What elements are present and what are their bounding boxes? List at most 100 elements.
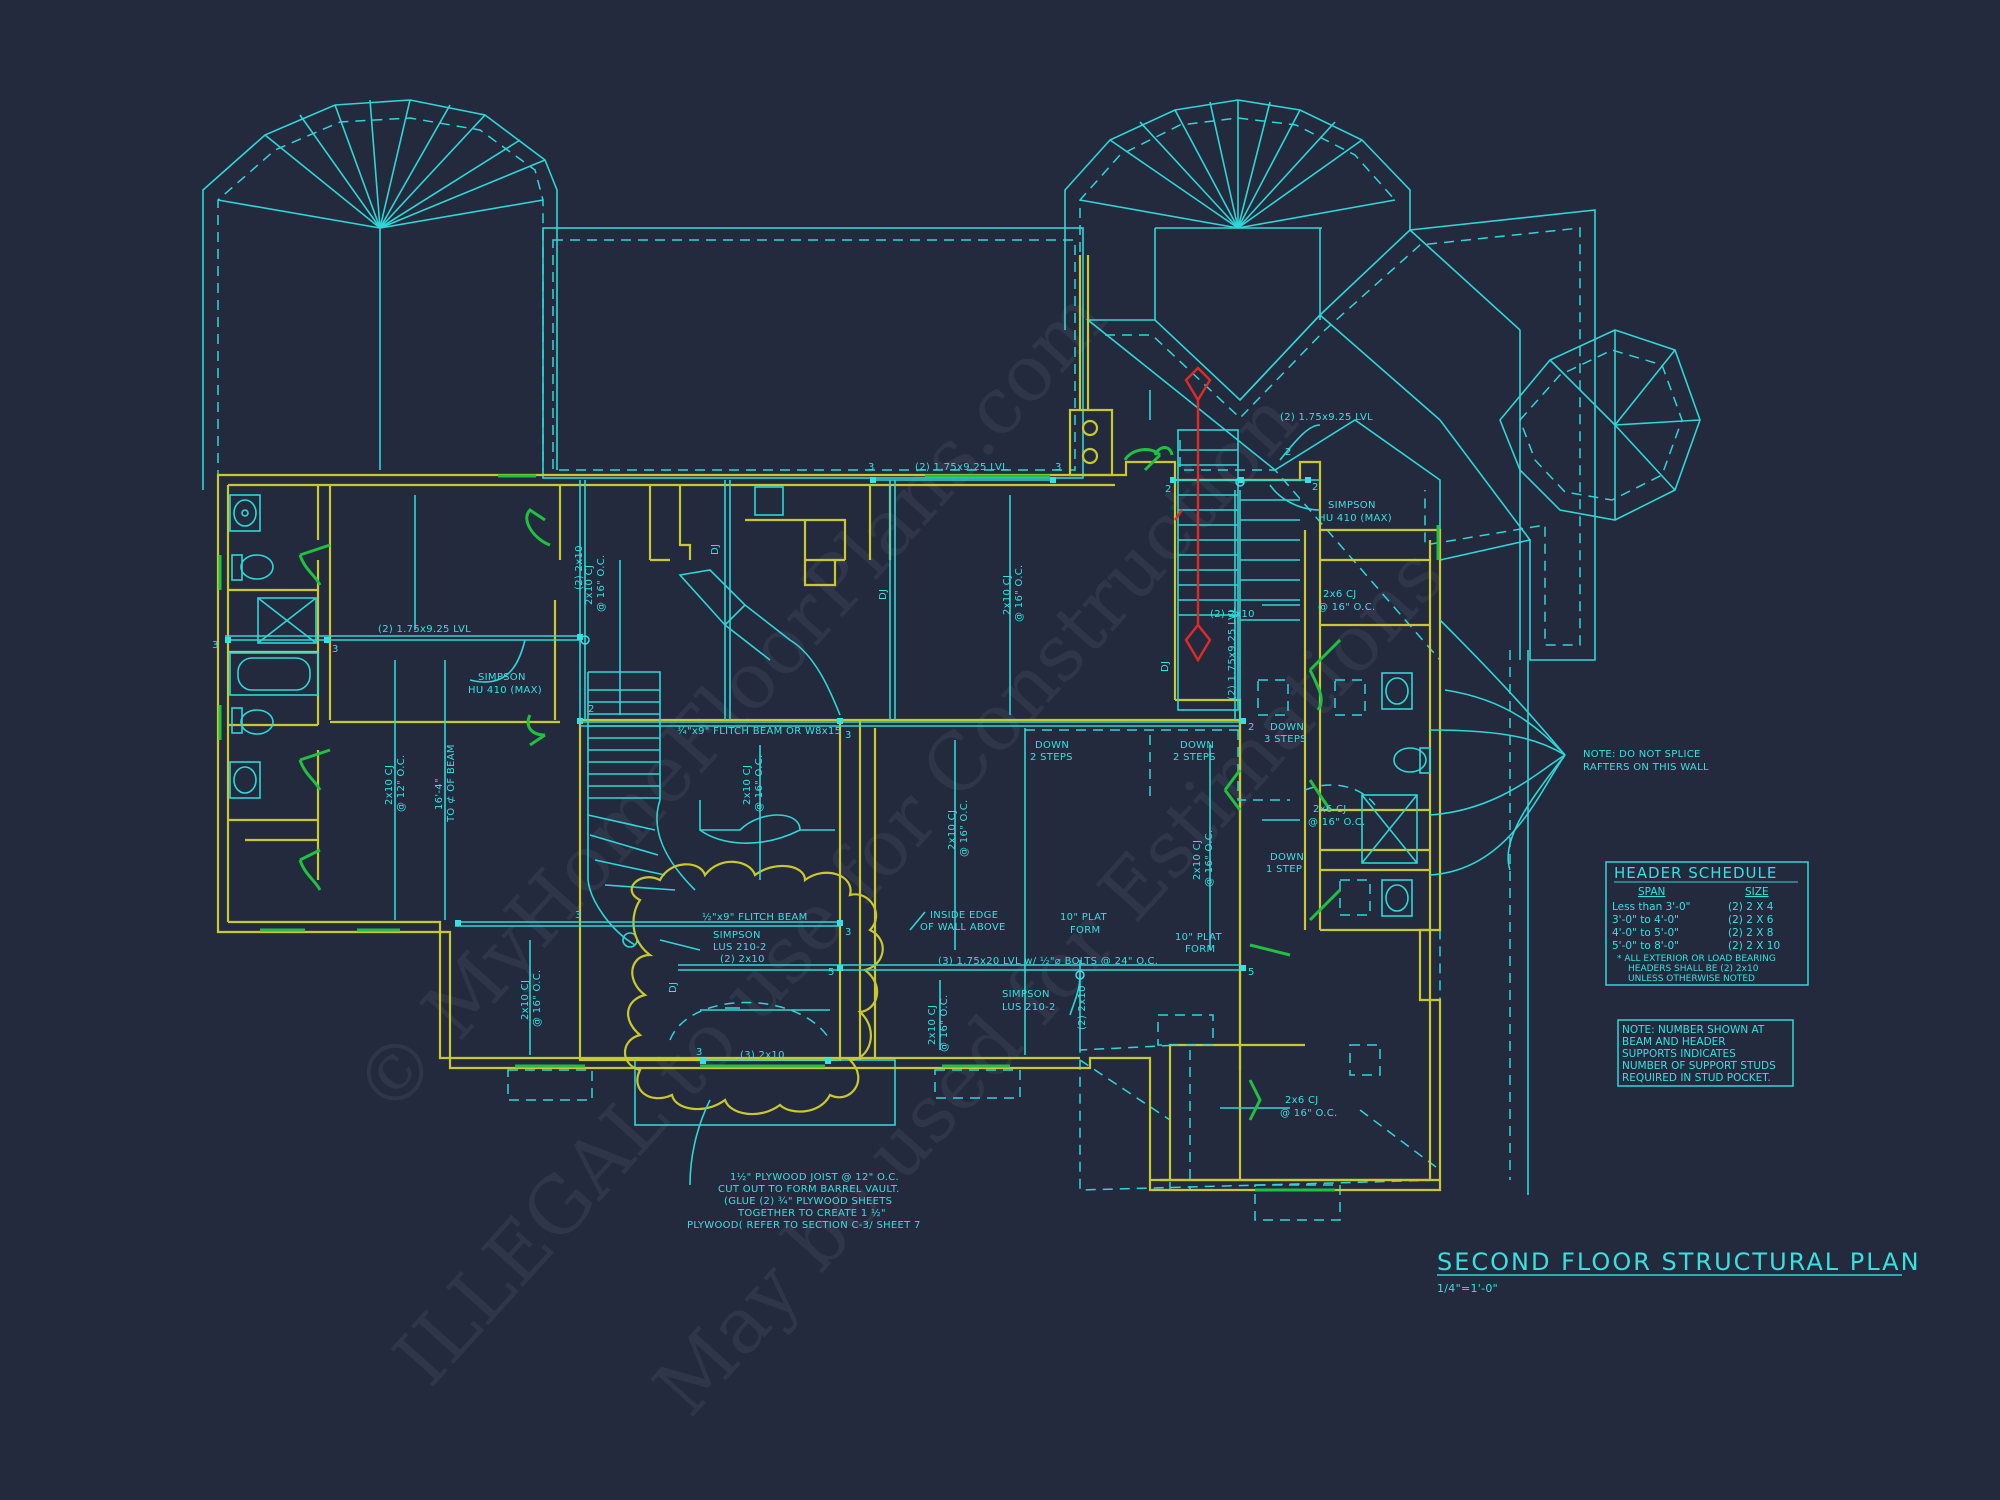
connector-label: LUS 210-2: [1002, 1002, 1056, 1013]
stairs: [587, 429, 1300, 948]
connector-label: HU 410 (MAX): [1318, 513, 1392, 524]
joist-label: @ 16" O.C.: [596, 555, 607, 613]
step-label: DOWN: [1035, 740, 1069, 751]
joist-label: @ 16" O.C.: [1014, 565, 1025, 623]
connector-label: HU 410 (MAX): [468, 685, 542, 696]
joist-label: 2x6 CJ: [1285, 1095, 1319, 1106]
connector-label: SIMPSON: [478, 672, 526, 683]
edge-label: OF WALL ABOVE: [920, 922, 1006, 933]
platform-label: 10" PLAT: [1175, 932, 1222, 943]
joist-label: 2x10 CJ: [520, 980, 531, 1020]
connector-label: (2) 2x10: [720, 954, 765, 965]
beam-label: ½"x9" FLITCH BEAM: [702, 911, 808, 923]
barrel-note-line-3: (GLUE (2) ¾" PLYWOOD SHEETS: [724, 1196, 892, 1207]
step-label: DOWN: [1270, 722, 1304, 733]
header-schedule-note: UNLESS OTHERWISE NOTED: [1628, 974, 1755, 984]
joist-label: 2x10 CJ: [384, 765, 395, 805]
header-schedule-span: 5'-0" to 8'-0": [1612, 940, 1679, 952]
rafter-note-line-1: NOTE: DO NOT SPLICE: [1583, 749, 1701, 760]
red-highlight-members: [1174, 366, 1212, 663]
stud-count: 3: [845, 927, 852, 938]
toilet-icon: [231, 554, 274, 581]
stud-count: 3: [575, 910, 582, 921]
connector-label: LUS 210-2: [713, 942, 767, 953]
stud-count: 3: [868, 462, 875, 473]
rafter-note: NOTE: DO NOT SPLICE RAFTERS ON THIS WALL: [1583, 749, 1709, 773]
stud-count: 3: [212, 640, 219, 651]
header-schedule-size: (2) 2 X 6: [1728, 914, 1774, 926]
platform-label: FORM: [1185, 944, 1215, 955]
platform-label: FORM: [1070, 925, 1100, 936]
joist-label: @ 16" O.C.: [532, 970, 543, 1028]
beam-label: (2) 1.75x9.25 LVL: [1227, 607, 1238, 700]
header-schedule-span: 4'-0" to 5'-0": [1612, 927, 1679, 939]
joist-label: 2x10 CJ: [1192, 840, 1203, 880]
dj-label: DJ: [710, 544, 721, 555]
platform-label: 10" PLAT: [1060, 912, 1107, 923]
dj-label: DJ: [1160, 661, 1171, 672]
fixtures: [229, 486, 1431, 917]
sink-icon: [229, 761, 261, 799]
header-schedule-size: (2) 2 X 8: [1728, 927, 1773, 939]
joist-label: @ 16" O.C.: [939, 995, 950, 1053]
step-label: 2 STEPS: [1173, 752, 1216, 763]
dimension-label: 16'-4": [434, 778, 445, 810]
dimension-label: TO ⊄ OF BEAM: [446, 744, 457, 823]
sink-icon: [1381, 672, 1413, 710]
joist-label: @ 16" O.C.: [1280, 1108, 1338, 1119]
plan-labels: (2) 1.75x9.25 LVL (2) 1.75x9.25 LVL (2) …: [212, 412, 1392, 1119]
leader-lines: [469, 424, 1566, 1186]
header-schedule-title: HEADER SCHEDULE: [1614, 864, 1777, 882]
joist-label: 2x6 CJ: [1323, 589, 1357, 600]
header-schedule-note: HEADERS SHALL BE (2) 2x10: [1628, 964, 1759, 974]
stud-count: 2: [1312, 482, 1319, 493]
barrel-vault: [624, 800, 884, 1116]
sink-icon: [1381, 879, 1413, 917]
beam-label: (2) 1.75x9.25 LVL: [915, 462, 1008, 473]
header-schedule-span: 3'-0" to 4'-0": [1612, 914, 1679, 926]
header-schedule-note: * ALL EXTERIOR OR LOAD BEARING: [1617, 954, 1776, 964]
barrel-note-line-4: TOGETHER TO CREATE 1 ½": [737, 1207, 886, 1219]
beam-label: (3) 1.75x20 LVL w/ ½"⌀ BOLTS @ 24" O.C.: [938, 955, 1158, 967]
drawing-title: SECOND FLOOR STRUCTURAL PLAN 1/4"=1'-0": [1437, 1248, 1921, 1295]
stud-count: 3: [696, 1047, 703, 1058]
header-schedule-size: (2) 2 X 4: [1728, 901, 1774, 913]
stud-count: 5: [828, 967, 835, 978]
joist-label: 2x10 CJ: [947, 810, 958, 850]
stud-count: 3: [845, 730, 852, 741]
beam-label: (2) 1.75x9.25 LVL: [378, 624, 471, 635]
joist-label: 2x6 CJ: [1313, 804, 1347, 815]
stud-note-line-1: NOTE: NUMBER SHOWN AT: [1622, 1024, 1765, 1036]
barrel-vault-note: 1½" PLYWOOD JOIST @ 12" O.C. CUT OUT TO …: [687, 1171, 920, 1231]
roof-outline: [202, 99, 1701, 1221]
beam-label: (2) 2x10: [1210, 609, 1255, 620]
stud-note: NOTE: NUMBER SHOWN AT BEAM AND HEADER SU…: [1617, 1019, 1794, 1087]
dj-label: DJ: [878, 589, 889, 600]
windows: [218, 446, 1440, 1192]
step-label: 3 STEPS: [1264, 734, 1307, 745]
header-schedule-span: Less than 3'-0": [1612, 901, 1690, 913]
connector-label: SIMPSON: [1002, 989, 1050, 1000]
stud-note-line-5: REQUIRED IN STUD POCKET.: [1622, 1072, 1771, 1084]
beam-label: (2) 2x10: [1077, 985, 1088, 1030]
bathtub-icon: [229, 652, 319, 696]
rafter-note-line-2: RAFTERS ON THIS WALL: [1583, 762, 1709, 773]
dj-label: DJ: [668, 982, 679, 993]
page-title: SECOND FLOOR STRUCTURAL PLAN: [1437, 1248, 1921, 1276]
joist-label: 2x10 CJ: [742, 765, 753, 805]
step-label: 1 STEP: [1266, 864, 1302, 875]
step-label: DOWN: [1180, 740, 1214, 751]
joist-label: @ 16" O.C.: [1308, 817, 1366, 828]
stud-note-line-3: SUPPORTS INDICATES: [1622, 1048, 1736, 1060]
header-schedule: HEADER SCHEDULE SPAN SIZE Less than 3'-0…: [1605, 861, 1809, 986]
stud-count: 2: [1165, 484, 1172, 495]
step-label: 2 STEPS: [1030, 752, 1073, 763]
shower-icon: [1361, 794, 1418, 864]
joist-label: @ 16" O.C.: [959, 800, 970, 858]
center-flat-roof: [542, 227, 1084, 479]
connector-label: SIMPSON: [1328, 500, 1376, 511]
stud-note-line-2: BEAM AND HEADER: [1622, 1036, 1726, 1048]
header-schedule-span-heading: SPAN: [1638, 886, 1665, 898]
scale-label: 1/4"=1'-0": [1437, 1282, 1498, 1295]
joist-label: @ 16" O.C.: [1204, 830, 1215, 888]
